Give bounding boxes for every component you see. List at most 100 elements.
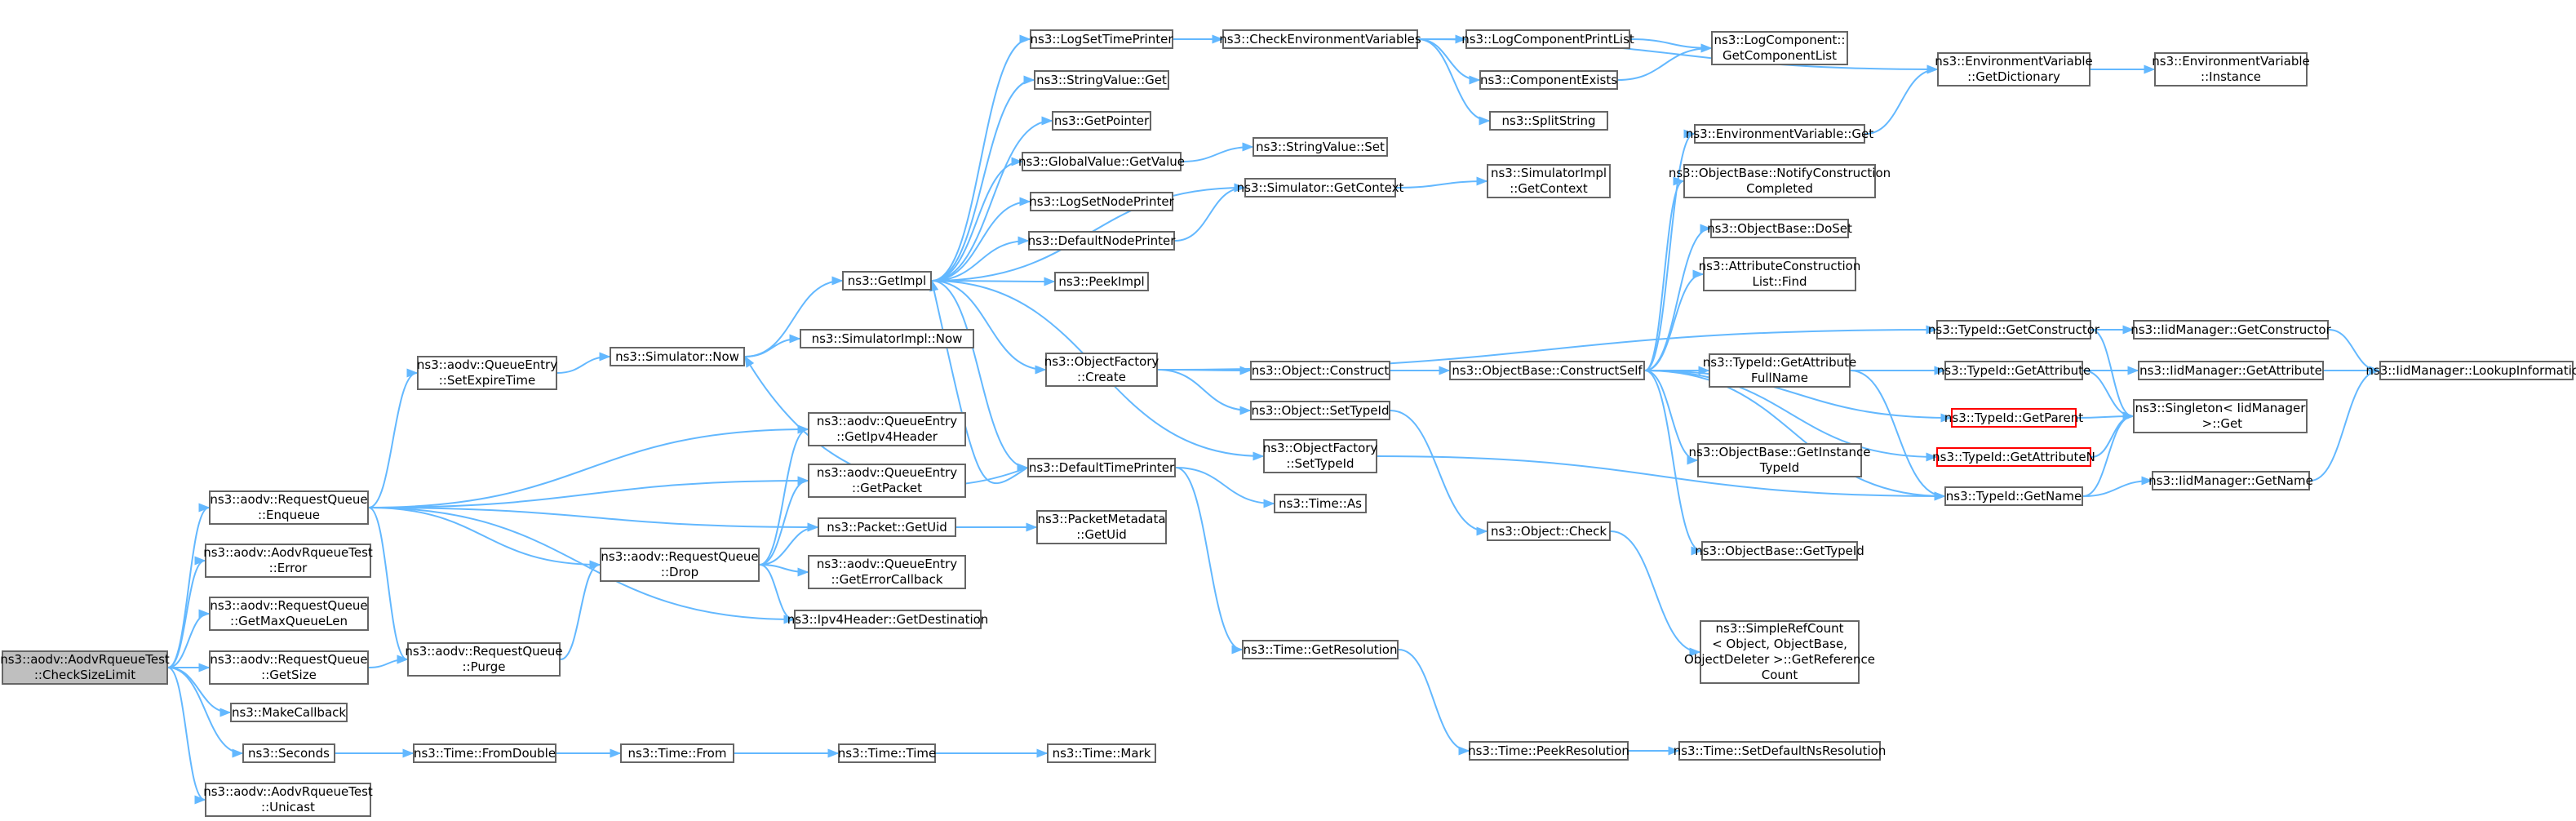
node-object-check[interactable]: ns3::Object::Check: [1487, 521, 1611, 541]
node-attribute-construction-list-find[interactable]: ns3::AttributeConstruction List::Find: [1699, 257, 1860, 291]
node-get-impl[interactable]: ns3::GetImpl: [842, 271, 932, 291]
node-get-packet[interactable]: ns3::aodv::QueueEntry ::GetPacket: [808, 464, 966, 498]
edge-type-id-get-attribute-n-to-singleton-get: [2091, 411, 2135, 458]
node-time-get-resolution[interactable]: ns3::Time::GetResolution: [1242, 640, 1399, 659]
node-ipv4-get-destination[interactable]: ns3::Ipv4Header::GetDestination: [787, 610, 988, 629]
edge-object-base-construct-self-to-type-id-get-attribute-n: [1644, 370, 1938, 462]
node-get-size[interactable]: ns3::aodv::RequestQueue ::GetSize: [209, 650, 369, 685]
node-packet-get-uid[interactable]: ns3::Packet::GetUid: [818, 517, 956, 537]
edge-enqueue-to-get-packet: [368, 476, 809, 508]
node-set-expire-time[interactable]: ns3::aodv::QueueEntry ::SetExpireTime: [417, 356, 557, 390]
node-packet-metadata-get-uid[interactable]: ns3::PacketMetadata ::GetUid: [1036, 510, 1167, 544]
node-component-exists[interactable]: ns3::ComponentExists: [1479, 70, 1618, 90]
edge-default-time-printer-to-get-impl: [929, 279, 1028, 485]
node-simulator-impl-now[interactable]: ns3::SimulatorImpl::Now: [800, 329, 974, 348]
node-simulator-impl-get-context[interactable]: ns3::SimulatorImpl ::GetContext: [1487, 164, 1611, 198]
node-get-ipv4-header[interactable]: ns3::aodv::QueueEntry ::GetIpv4Header: [808, 412, 966, 446]
edge-set-expire-time-to-sim-now: [556, 352, 611, 374]
node-type-id-get-attribute-n[interactable]: ns3::TypeId::GetAttributeN: [1932, 447, 2095, 467]
node-enqueue[interactable]: ns3::aodv::RequestQueue ::Enqueue: [209, 490, 369, 525]
edge-enqueue-to-purge: [368, 507, 409, 664]
node-singleton-get[interactable]: ns3::Singleton< IidManager >::Get: [2133, 399, 2308, 433]
node-log-set-time-printer[interactable]: ns3::LogSetTimePrinter: [1030, 29, 1173, 49]
node-type-id-get-attribute[interactable]: ns3::TypeId::GetAttribute: [1937, 361, 2091, 380]
edge-global-value-get-value-to-string-value-set: [1181, 142, 1254, 162]
edge-iid-get-name-to-iid-lookup-information: [2309, 366, 2381, 482]
node-time-mark[interactable]: ns3::Time::Mark: [1047, 743, 1156, 763]
node-object-factory-create[interactable]: ns3::ObjectFactory ::Create: [1044, 353, 1159, 387]
node-simulator-now[interactable]: ns3::Simulator::Now: [610, 347, 745, 366]
node-set-default-ns-resolution[interactable]: ns3::Time::SetDefaultNsResolution: [1674, 741, 1886, 761]
node-time-peek-resolution[interactable]: ns3::Time::PeekResolution: [1468, 741, 1629, 761]
node-type-id-get-constructor[interactable]: ns3::TypeId::GetConstructor: [1928, 320, 2099, 339]
node-default-time-printer[interactable]: ns3::DefaultTimePrinter: [1027, 458, 1176, 477]
edge-drop-to-get-packet: [759, 476, 809, 566]
node-drop[interactable]: ns3::aodv::RequestQueue ::Drop: [600, 548, 760, 582]
node-get-pointer[interactable]: ns3::GetPointer: [1052, 111, 1151, 131]
node-object-base-construct-self[interactable]: ns3::ObjectBase::ConstructSelf: [1449, 361, 1645, 380]
node-object-base-do-set[interactable]: ns3::ObjectBase::DoSet: [1707, 219, 1852, 238]
node-simulator-get-context[interactable]: ns3::Simulator::GetContext: [1237, 178, 1403, 197]
node-seconds[interactable]: ns3::Seconds: [242, 743, 335, 763]
node-object-base-get-type-id[interactable]: ns3::ObjectBase::GetTypeId: [1695, 541, 1864, 561]
edge-default-time-printer-to-time-get-resolution: [1175, 467, 1244, 655]
edge-sim-get-context-to-sim-impl-get-context: [1395, 176, 1488, 189]
node-split-string[interactable]: ns3::SplitString: [1489, 111, 1608, 131]
node-log-component-print-list[interactable]: ns3::LogComponentPrintList: [1461, 29, 1634, 49]
node-env-var-instance[interactable]: ns3::EnvironmentVariable ::Instance: [2152, 52, 2310, 87]
node-time-time[interactable]: ns3::Time::Time: [838, 743, 936, 763]
edge-get-impl-to-string-value-get: [931, 75, 1035, 282]
node-root: ns3::aodv::AodvRqueueTest ::CheckSizeLim…: [0, 650, 170, 685]
node-string-value-get[interactable]: ns3::StringValue::Get: [1034, 70, 1169, 90]
edge-type-id-get-parent-to-singleton-get: [2076, 411, 2135, 421]
node-object-construct[interactable]: ns3::Object::Construct: [1250, 361, 1390, 380]
node-iid-manager-get-constructor[interactable]: ns3::IidManager::GetConstructor: [2130, 320, 2331, 339]
node-iid-manager-lookup-information[interactable]: ns3::IidManager::LookupInformation: [2365, 361, 2576, 380]
node-make-callback[interactable]: ns3::MakeCallback: [230, 703, 348, 722]
node-notify-construction-completed[interactable]: ns3::ObjectBase::NotifyConstruction Comp…: [1669, 164, 1891, 198]
node-time-as[interactable]: ns3::Time::As: [1274, 494, 1367, 513]
node-peek-impl[interactable]: ns3::PeekImpl: [1054, 272, 1149, 291]
node-object-factory-set-type-id[interactable]: ns3::ObjectFactory ::SetTypeId: [1263, 439, 1377, 473]
node-environment-variable-get[interactable]: ns3::EnvironmentVariable::Get: [1686, 124, 1873, 144]
node-object-set-type-id[interactable]: ns3::Object::SetTypeId: [1250, 401, 1390, 420]
edge-env-var-get-to-env-var-get-dictionary: [1864, 64, 1939, 135]
node-iid-manager-get-name[interactable]: ns3::IidManager::GetName: [2148, 471, 2313, 490]
edge-enqueue-to-drop: [368, 507, 601, 570]
edge-check-env-vars-to-split-string: [1417, 38, 1491, 126]
node-from-double[interactable]: ns3::Time::FromDouble: [413, 743, 556, 763]
edge-get-impl-to-default-node-printer: [931, 236, 1030, 282]
node-log-component-get-list[interactable]: ns3::LogComponent:: GetComponentList: [1711, 31, 1848, 65]
edge-get-impl-to-default-time-printer: [931, 280, 1029, 473]
edge-object-base-construct-self-to-env-var-get: [1644, 129, 1696, 371]
edge-enqueue-to-get-ipv4-header: [368, 424, 809, 508]
edge-drop-to-packet-get-uid: [759, 522, 819, 566]
node-env-var-get-dictionary[interactable]: ns3::EnvironmentVariable ::GetDictionary: [1935, 52, 2093, 87]
edge-drop-to-get-error-callback: [759, 564, 809, 577]
edge-enqueue-to-set-expire-time: [368, 368, 419, 508]
node-type-id-get-name[interactable]: ns3::TypeId::GetName: [1944, 486, 2083, 506]
edge-object-factory-set-type-id-to-type-id-get-name: [1377, 455, 1946, 501]
node-type-id-get-parent[interactable]: ns3::TypeId::GetParent: [1944, 408, 2083, 428]
edge-get-impl-to-object-factory-create: [931, 280, 1047, 375]
edge-type-id-get-name-to-iid-get-name: [2082, 476, 2153, 497]
edge-root-to-seconds: [167, 667, 244, 758]
node-global-value-get-value[interactable]: ns3::GlobalValue::GetValue: [1018, 152, 1185, 171]
node-default-node-printer[interactable]: ns3::DefaultNodePrinter: [1028, 231, 1175, 251]
node-unicast[interactable]: ns3::aodv::AodvRqueueTest ::Unicast: [203, 783, 373, 817]
edge-object-base-construct-self-to-notify-construction-completed: [1644, 176, 1685, 371]
node-get-instance-type-id[interactable]: ns3::ObjectBase::GetInstance TypeId: [1689, 443, 1871, 477]
node-check-environment-variables[interactable]: ns3::CheckEnvironmentVariables: [1219, 29, 1421, 49]
node-iid-manager-get-attribute[interactable]: ns3::IidManager::GetAttribute: [2138, 361, 2324, 380]
node-time-from[interactable]: ns3::Time::From: [620, 743, 734, 763]
node-type-id-get-attribute-full-name[interactable]: ns3::TypeId::GetAttribute FullName: [1703, 353, 1856, 388]
node-string-value-set[interactable]: ns3::StringValue::Set: [1253, 137, 1388, 157]
node-log-set-node-printer[interactable]: ns3::LogSetNodePrinter: [1029, 192, 1174, 211]
edge-get-impl-to-get-pointer: [931, 116, 1053, 282]
node-simple-ref-count[interactable]: ns3::SimpleRefCount < Object, ObjectBase…: [1683, 620, 1876, 684]
node-purge[interactable]: ns3::aodv::RequestQueue ::Purge: [405, 642, 563, 677]
node-get-error-callback[interactable]: ns3::aodv::QueueEntry ::GetErrorCallback: [808, 555, 966, 589]
node-get-max-queue-len[interactable]: ns3::aodv::RequestQueue ::GetMaxQueueLen: [209, 597, 369, 631]
node-error[interactable]: ns3::aodv::AodvRqueueTest ::Error: [203, 544, 373, 578]
